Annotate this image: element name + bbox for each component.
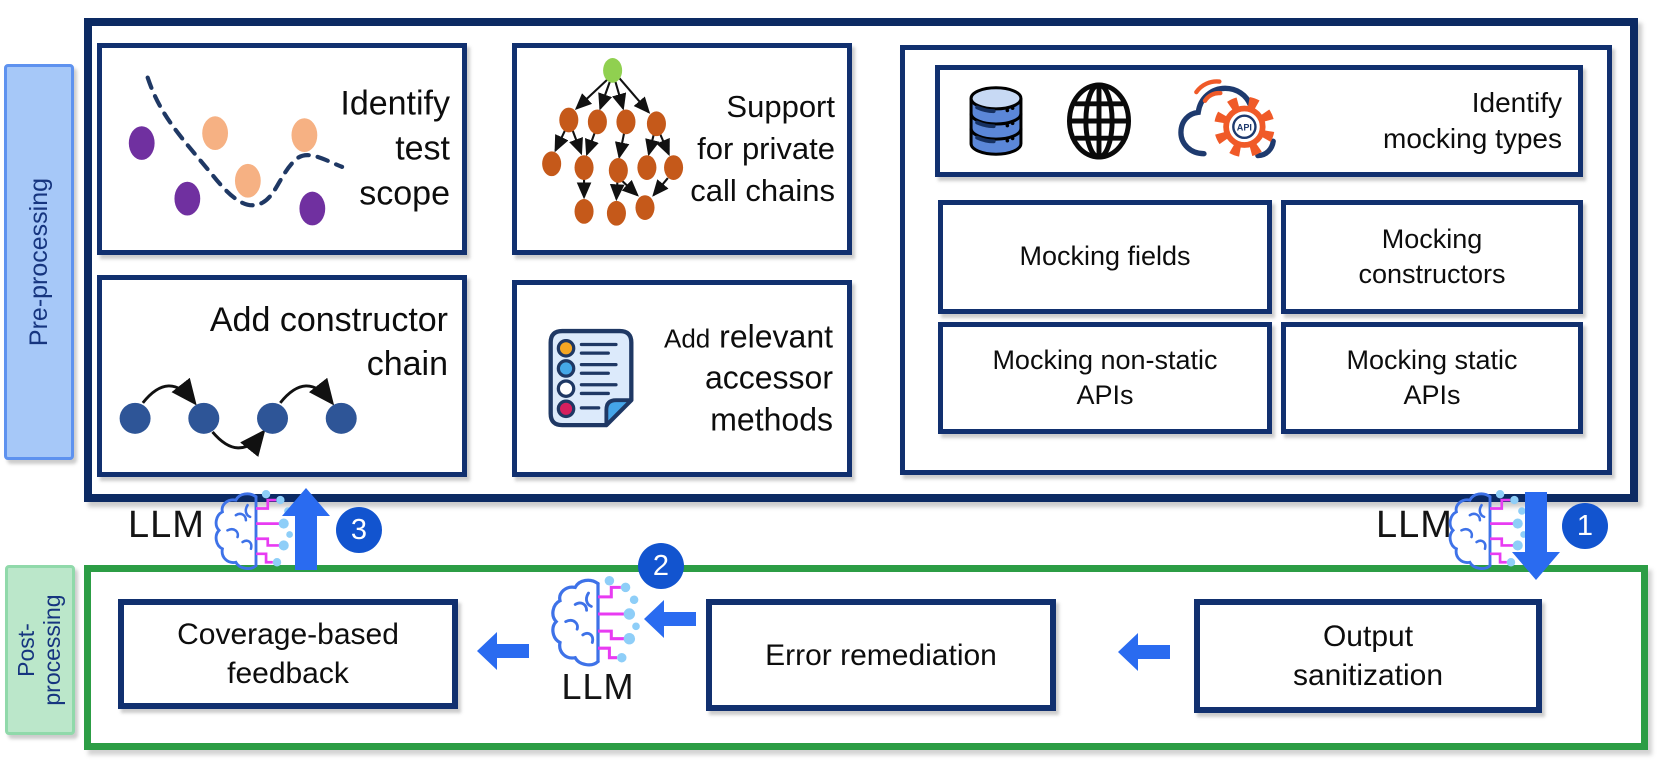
- add-constructor-chain-label: Add constructor chain: [209, 301, 448, 384]
- mocking-constructors-box: Mocking constructors: [1281, 200, 1583, 314]
- identify-mocking-types-box: API Identify mocking types: [935, 65, 1583, 177]
- pre-processing-label: Pre-processing: [24, 177, 53, 347]
- coverage-feedback-box: Coverage-based feedback: [118, 599, 458, 709]
- checklist-icon: [548, 328, 634, 428]
- flow-arrow-down: [1512, 492, 1560, 580]
- mocking-constructors-label: Mocking constructors: [1358, 223, 1506, 289]
- identify-mocking-types-label: Identify mocking types: [1383, 86, 1562, 154]
- post-processing-label: Post-processing: [13, 594, 65, 706]
- flow-arrow-left-3: [1118, 633, 1170, 671]
- step-badge-2: 2: [638, 543, 684, 589]
- error-remediation-label: Error remediation: [765, 638, 997, 672]
- globe-icon: [1067, 82, 1131, 160]
- identify-test-scope-box: Identify test scope: [97, 43, 467, 255]
- scatter-classification-art: [128, 75, 345, 226]
- mocking-static-apis-box: Mocking static APIs: [1281, 322, 1583, 434]
- mocking-icons: API: [962, 71, 1290, 171]
- cloud-api-icon: API: [1178, 79, 1276, 159]
- call-tree-art: [542, 58, 684, 226]
- step-badge-1: 1: [1562, 503, 1608, 549]
- post-processing-tab: Post-processing: [5, 565, 75, 735]
- flow-arrow-up: [282, 488, 330, 570]
- mocking-non-static-apis-label: Mocking non-static APIs: [992, 344, 1218, 410]
- mocking-static-apis-label: Mocking static APIs: [1346, 344, 1518, 410]
- private-call-chains-label: Support for private call chains: [690, 89, 835, 208]
- private-call-chains-box: Support for private call chains: [512, 43, 852, 255]
- coverage-feedback-label: Coverage-based feedback: [177, 618, 399, 690]
- add-constructor-chain-box: Add constructor chain: [97, 275, 467, 477]
- constructor-chain-art: [119, 377, 357, 457]
- mocking-non-static-apis-box: Mocking non-static APIs: [938, 322, 1272, 434]
- flow-arrow-left-2: [644, 600, 696, 638]
- llm-label-left: LLM: [128, 504, 205, 546]
- output-sanitization-label: Output sanitization: [1292, 620, 1444, 692]
- error-remediation-box: Error remediation: [706, 599, 1056, 711]
- identify-test-scope-label: Identify test scope: [340, 84, 450, 213]
- llm-label-right: LLM: [1376, 504, 1453, 546]
- mocking-fields-label: Mocking fields: [1019, 241, 1191, 272]
- accessor-methods-label: Add relevant accessor methods: [664, 318, 833, 438]
- step-badge-3: 3: [336, 507, 382, 553]
- pre-processing-tab: Pre-processing: [4, 64, 74, 460]
- accessor-methods-box: Add relevant accessor methods: [512, 280, 852, 477]
- brain-circuit-icon: [548, 576, 648, 671]
- svg-text:API: API: [1237, 123, 1252, 133]
- llm-label-bottom: LLM: [561, 666, 635, 707]
- output-sanitization-box: Output sanitization: [1194, 599, 1542, 713]
- mocking-fields-box: Mocking fields: [938, 200, 1272, 314]
- database-icon: [969, 86, 1023, 156]
- flow-arrow-left-1: [477, 632, 529, 670]
